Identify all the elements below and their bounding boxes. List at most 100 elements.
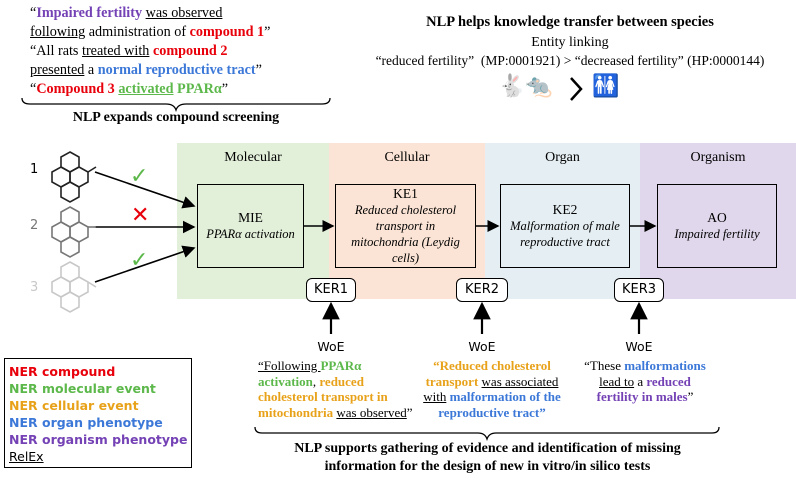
plain-text: a <box>84 62 98 78</box>
relex: was observed <box>145 5 223 21</box>
bottom-brace <box>254 426 720 442</box>
node-ke1: KE1 Reduced cholesterol transport in mit… <box>335 184 476 268</box>
quote-mark: “ <box>30 81 37 97</box>
entity-linking-label: Entity linking <box>531 35 609 50</box>
plain-text: administration of <box>85 24 190 40</box>
plain-text: , <box>312 373 320 389</box>
evidence-quote-1: “Following PPARα activation, reduced cho… <box>258 358 418 420</box>
plain-text: “All rats <box>30 43 83 59</box>
molecule-1-icon <box>51 151 97 203</box>
relex: lead to <box>599 373 635 389</box>
ner-cellular-event: Reduced cholesterol transport <box>425 358 551 389</box>
quote-mark: ” <box>539 404 546 420</box>
plain-text: “These <box>584 358 625 373</box>
ner-organism-phenotype: Impaired fertility <box>36 5 143 21</box>
knowledge-transfer-title: NLP helps knowledge transfer between spe… <box>426 14 714 30</box>
cross-icon: ✕ <box>131 203 150 228</box>
evidence-quote-2: “Reduced cholesterol transport was assoc… <box>418 358 566 420</box>
relex: following <box>30 24 86 40</box>
caption-line-2: information for the design of new in vit… <box>324 459 651 474</box>
ner-organ-phenotype: malformation of the reproductive tract <box>438 389 561 420</box>
node-description: PPARα activation <box>206 227 295 241</box>
quote-line-2: following administration of compound 1” <box>30 23 270 42</box>
node-ke2: KE2 Malformation of male reproductive tr… <box>500 184 630 268</box>
quote-mark: ” <box>687 389 694 404</box>
node-ao: AO Impaired fertility <box>657 184 777 268</box>
quote-mark: ” <box>406 404 413 420</box>
ker-box-1: KER1 <box>306 278 356 302</box>
evidence-quote-3: “These malformations lead to a reduced f… <box>580 358 710 405</box>
evidence-gathering-caption: NLP supports gathering of evidence and i… <box>230 440 745 476</box>
legend-item-ner-cellular-event: NER cellular event <box>9 398 139 413</box>
compound-screening-caption: NLP expands compound screening <box>72 110 280 125</box>
compound-number-2: 2 <box>30 218 39 233</box>
node-title: KE2 <box>552 202 578 217</box>
chevron-right-icon <box>570 77 583 101</box>
legend-item-relex: RelEx <box>9 449 44 464</box>
legend: NER compound NER molecular event NER cel… <box>4 358 192 468</box>
relex: was associated with <box>423 373 559 405</box>
relex: was observed <box>336 404 407 420</box>
ner-compound: Compound 3 <box>36 81 115 97</box>
ner-compound: compound 2 <box>152 43 228 59</box>
legend-item-ner-organ-phenotype: NER organ phenotype <box>9 415 163 430</box>
molecule-3-icon <box>51 261 97 313</box>
ner-molecular-event: PPARα <box>177 81 222 97</box>
relex: presented <box>30 62 85 78</box>
entity-linking-example: “reduced fertility” (MP:0001921) > “decr… <box>375 53 765 68</box>
legend-item-ner-organism-phenotype: NER organism phenotype <box>9 432 188 447</box>
ner-compound: compound 1 <box>189 24 265 40</box>
molecule-2-icon <box>51 206 96 258</box>
top-left-brace <box>21 97 331 112</box>
compound-number-1: 1 <box>30 162 39 177</box>
quote-mark: “ <box>30 5 37 21</box>
ner-organ-phenotype: malformations <box>624 358 706 373</box>
ner-organism-phenotype: reduced fertility in males <box>596 373 691 405</box>
woe-label-3: WoE <box>625 339 653 354</box>
plain-text: “Following <box>258 358 321 373</box>
humans-icon: 🚻 <box>592 74 620 99</box>
quote-line-5: “Compound 3 activated PPARα” <box>30 80 270 99</box>
quote-mark: “ <box>433 358 440 373</box>
arrow-compound-3 <box>94 245 196 283</box>
arrow-compound-1 <box>94 171 196 209</box>
ner-molecular-event: PPARα activation <box>258 358 362 389</box>
node-description: Malformation of male reproductive tract <box>510 219 620 249</box>
woe-label-2: WoE <box>468 339 496 354</box>
check-icon: ✓ <box>130 248 149 273</box>
rabbit-rat-icon: 🐇🐀 <box>498 74 553 99</box>
quote-line-1: “Impaired fertility was observed <box>30 4 270 23</box>
check-icon: ✓ <box>130 164 149 189</box>
node-title: AO <box>707 210 727 225</box>
compound-quotes: “Impaired fertility was observed followi… <box>30 4 270 99</box>
woe-label-1: WoE <box>317 339 345 354</box>
legend-item-ner-compound: NER compound <box>9 364 116 379</box>
species-icons: 🐇🐀 🚻 <box>498 74 638 104</box>
ker-box-3: KER3 <box>614 278 664 302</box>
quote-mark: ” <box>255 62 262 78</box>
band-label-molecular: Molecular <box>224 150 282 165</box>
band-label-organ: Organ <box>545 150 580 165</box>
quote-mark: ” <box>221 81 229 97</box>
node-mie: MIE PPARα activation <box>197 184 304 268</box>
ner-organ-phenotype: normal reproductive tract <box>97 62 256 78</box>
quote-line-4: presented a normal reproductive tract” <box>30 61 270 80</box>
space <box>706 358 709 373</box>
compound-number-3: 3 <box>30 280 39 295</box>
relex: activated <box>118 81 174 97</box>
caption-line-1: NLP supports gathering of evidence and i… <box>294 441 681 456</box>
node-title: KE1 <box>393 186 418 201</box>
band-label-organism: Organism <box>690 150 746 165</box>
plain-text: a <box>634 373 647 389</box>
band-label-cellular: Cellular <box>384 150 430 165</box>
ker-box-2: KER2 <box>456 278 508 302</box>
quote-mark: ” <box>264 24 271 40</box>
node-title: MIE <box>238 210 263 225</box>
quote-line-3: “All rats treated with compound 2 <box>30 42 270 61</box>
ner-cellular-event: reduced cholesterol transport in mitocho… <box>258 373 388 420</box>
legend-item-ner-molecular-event: NER molecular event <box>9 381 156 396</box>
node-description: Reduced cholesterol transport in mitocho… <box>351 203 460 265</box>
relex: treated with <box>82 43 150 59</box>
node-description: Impaired fertility <box>674 227 760 241</box>
